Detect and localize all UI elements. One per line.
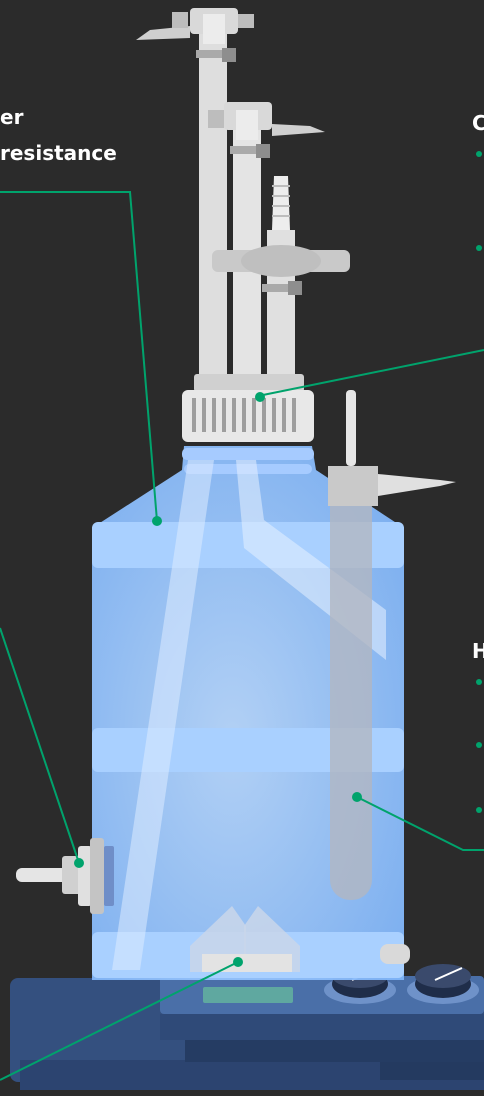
stirrer-display <box>203 987 293 1003</box>
side-port <box>16 838 114 914</box>
knob-icon[interactable] <box>407 964 479 1004</box>
filter-icon[interactable] <box>212 245 350 295</box>
tube-assembly <box>199 30 295 382</box>
bottle-cap <box>182 374 314 442</box>
tube-clamp-icon[interactable] <box>136 8 254 62</box>
